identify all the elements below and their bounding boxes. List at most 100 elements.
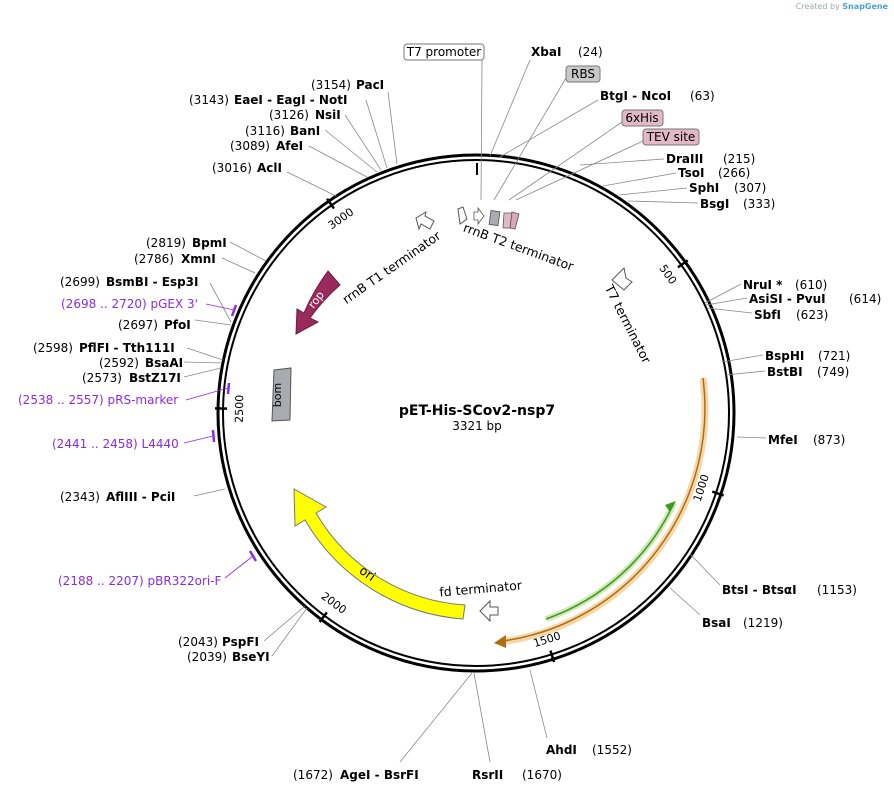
svg-text:BsaI: BsaI [702,616,731,630]
svg-text:(1219): (1219) [743,616,783,630]
site-sphi: SphI (307) [618,181,766,196]
svg-text:(3089): (3089) [230,139,270,153]
svg-text:(873): (873) [813,433,845,447]
orf-orange-arrowhead [494,635,506,648]
svg-text:(614): (614) [849,292,881,306]
svg-text:XmnI: XmnI [181,252,216,266]
site-pflfi-tth111i: (2598) PflFI - Tth111I [33,341,224,361]
svg-text:SbfI: SbfI [754,308,781,322]
credit-prefix: Created by [795,2,840,11]
feature-rrnb-t1-terminator [415,210,435,231]
tick-3000 [326,197,335,210]
site-pfoi: (2697) PfoI [118,318,232,332]
svg-text:(2188 .. 2207) pBR322ori-F: (2188 .. 2207) pBR322ori-F [58,574,222,588]
svg-text:PspFI: PspFI [222,635,259,649]
svg-text:SphI: SphI [689,181,719,195]
svg-text:PfoI: PfoI [164,318,191,332]
svg-text:(2343): (2343) [60,490,100,504]
svg-text:NruI *: NruI * [743,278,783,292]
site-acli: (3016) AclI [212,161,337,197]
svg-text:(749): (749) [817,365,849,379]
svg-text:AhdI: AhdI [546,743,577,757]
credit-brand: SnapGene [842,2,888,11]
svg-text:(623): (623) [796,308,828,322]
feature-fd-terminator [479,599,499,623]
svg-text:BpmI: BpmI [192,236,227,250]
feature-rop [295,270,341,335]
backbone-inner [222,159,730,667]
svg-text:BseYI: BseYI [232,650,270,664]
svg-text:DraIII: DraIII [666,152,703,166]
feature-rrnb-t1-terminator-label: rrnB T1 terminator [339,227,444,306]
primer-pgex3: (2698 .. 2720) pGEX 3' [61,297,238,317]
site-pspfi: (2043) PspFI [178,605,306,649]
site-nsii: (3126) NsiI [269,108,382,171]
orf-orange-line [502,377,706,642]
site-bstbi: BstBI (749) [725,365,849,379]
svg-text:(610): (610) [795,278,827,292]
svg-text:(2573): (2573) [82,371,122,385]
svg-text:(2538 .. 2557) pRS-marker: (2538 .. 2557) pRS-marker [18,393,178,407]
tick-500 [677,259,689,269]
svg-text:BsmBI - Esp3I: BsmBI - Esp3I [106,275,198,289]
svg-text:(1672): (1672) [293,768,333,782]
tick-2000 [318,611,328,623]
svg-text:(2697): (2697) [118,318,158,332]
tick-label-500: 500 [656,262,679,287]
tick-label-3000: 3000 [326,205,356,232]
svg-text:TsoI: TsoI [678,166,704,180]
site-ahdi: AhdI (1552) [529,669,632,757]
feature-bom-label: bom [271,383,284,407]
svg-text:AfeI: AfeI [276,139,303,153]
primer-l4440: (2441 .. 2458) L4440 [52,429,216,451]
feature-t7-terminator [611,266,633,291]
svg-text:(307): (307) [734,181,766,195]
site-bsgi: BsgI (333) [627,197,775,211]
svg-text:(3116): (3116) [245,124,285,138]
svg-text:(2819): (2819) [146,236,186,250]
feature-t7-terminator-label: T7 terminator [601,281,654,366]
svg-text:(2441 .. 2458) L4440: (2441 .. 2458) L4440 [52,437,179,451]
feature-bom [271,367,292,422]
site-draiii: DraIII (215) [579,152,755,166]
site-bsai: BsaI (1219) [669,587,783,630]
svg-text:(2039): (2039) [187,650,227,664]
svg-text:RsrII: RsrII [472,768,503,782]
boxed-label-tev-site: TEV site [515,128,700,201]
svg-text:(2698 .. 2720) pGEX 3': (2698 .. 2720) pGEX 3' [61,297,198,311]
tick-label-2000: 2000 [319,590,349,617]
site-eaei-eagi-noti: (3143) EaeI - EagI - NotI [189,93,388,169]
feature-fd-terminator-label: fd terminator [439,577,524,599]
svg-text:(333): (333) [743,197,775,211]
site-xbai: XbaI (24) [489,45,603,157]
svg-text:(266): (266) [718,166,750,180]
svg-text:RBS: RBS [571,67,595,81]
site-btsi: BtsI - BtsαI (1153) [689,553,857,597]
site-xmni: (2786) XmnI [134,252,256,274]
svg-text:(3143): (3143) [189,93,229,107]
svg-text:(2043): (2043) [178,635,218,649]
svg-text:(3126): (3126) [269,108,309,122]
site-paci: (3154) PacI [311,78,398,165]
site-tsoi: TsoI (266) [602,166,750,187]
svg-text:XbaI: XbaI [531,45,561,59]
site-afliii-pcii: (2343) AflIII - PciI [60,488,226,504]
tick-label-2500: 2500 [233,395,246,423]
svg-text:(2598): (2598) [33,341,73,355]
site-sbfi: SbfI (623) [706,307,828,322]
site-bani: (3116) BanI [245,124,378,173]
site-asisi-pvui: AsiSI - PvuI (614) [705,292,881,306]
svg-text:PflFI - Tth111I: PflFI - Tth111I [79,341,175,355]
svg-text:(215): (215) [723,152,755,166]
svg-text:(63): (63) [690,89,715,103]
svg-text:MfeI: MfeI [768,433,798,447]
svg-text:AflIII - PciI: AflIII - PciI [106,490,175,504]
svg-text:(721): (721) [818,349,850,363]
svg-text:BspHI: BspHI [765,349,804,363]
boxed-label-rbs: RBS [493,65,601,201]
site-bpmi: (2819) BpmI [146,236,267,262]
site-bsaai: (2592) BsaAI [99,356,223,370]
site-bsmbi-esp3i: (2699) BsmBI - Esp3I [60,275,232,323]
orf-green-arrowhead [665,501,676,512]
